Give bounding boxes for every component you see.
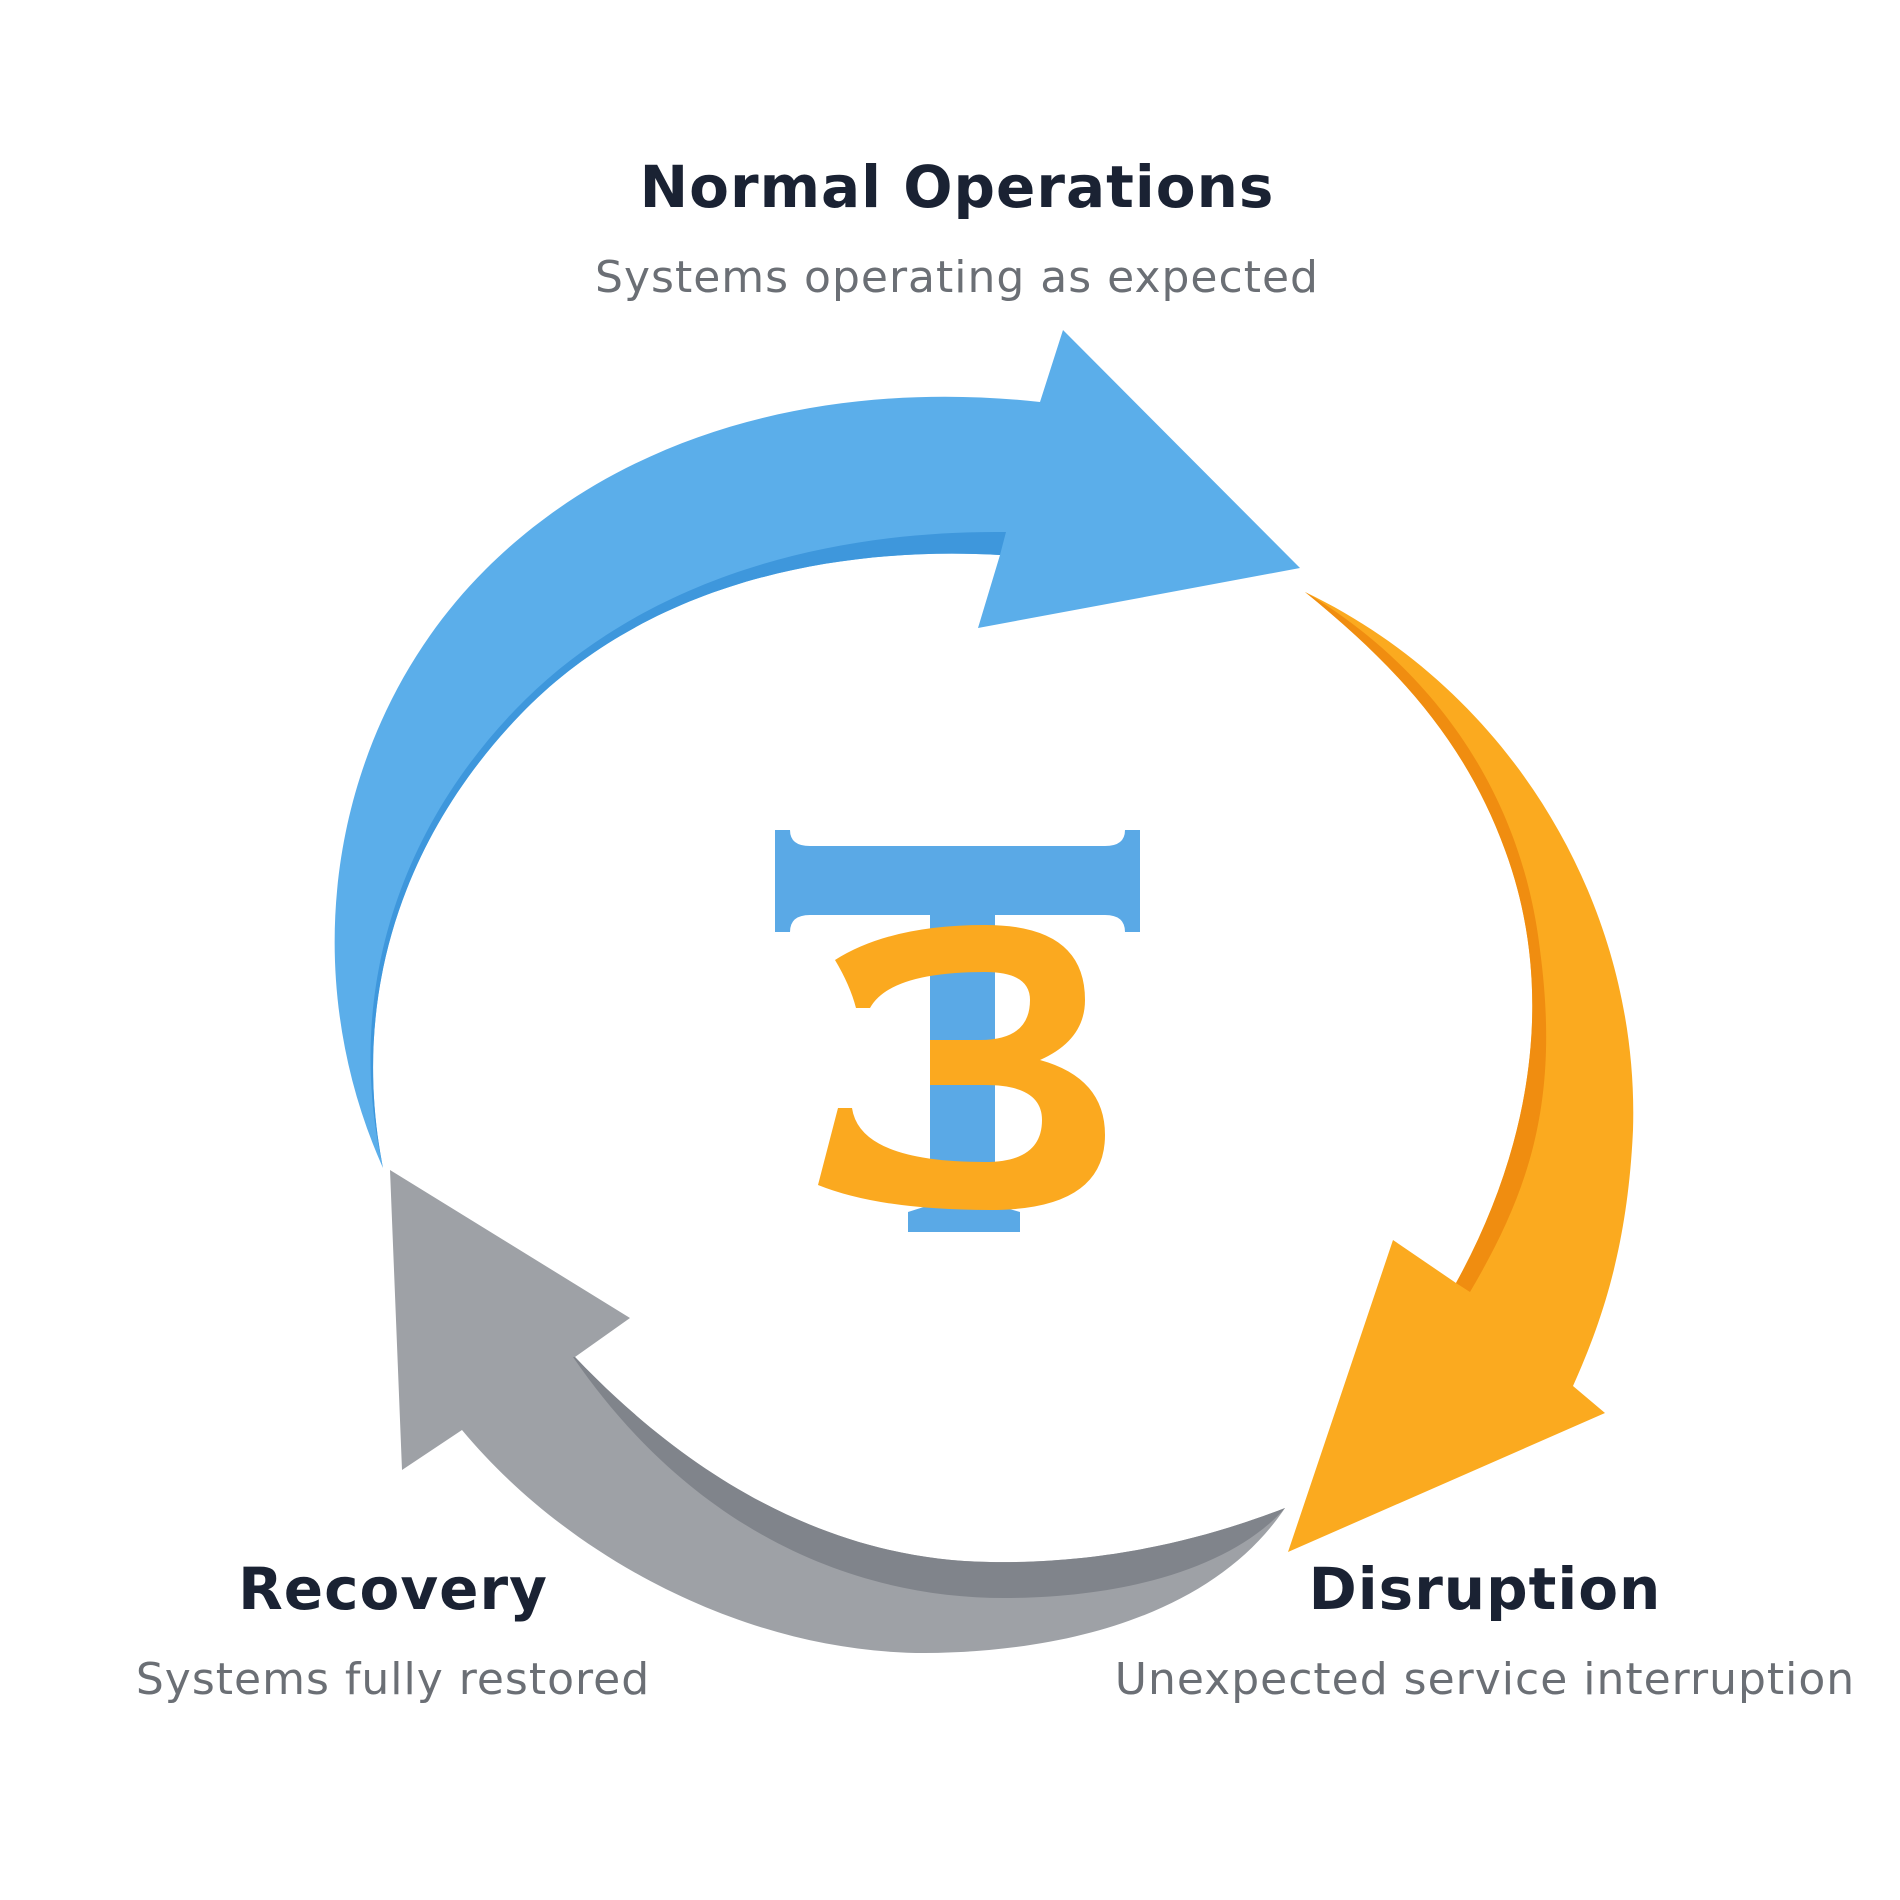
disruption-arrow-shade	[1305, 592, 1547, 1292]
stage-normal-operations: Normal Operations Systems operating as e…	[595, 158, 1319, 300]
stage-title: Disruption	[1308, 1555, 1662, 1623]
recovery-arrow-body	[390, 1170, 1285, 1653]
stage-title: Normal Operations	[639, 153, 1275, 221]
stage-description: Systems fully restored	[135, 1654, 651, 1705]
recovery-arrow	[390, 1170, 1285, 1653]
normal-arrow-body	[334, 330, 1301, 1168]
stage-description: Systems operating as expected	[595, 252, 1319, 303]
disruption-arrow-body	[1288, 592, 1634, 1552]
stage-description: Unexpected service interruption	[1114, 1654, 1856, 1705]
stage-disruption: Disruption Unexpected service interrupti…	[1115, 1560, 1855, 1702]
normal-operations-arrow	[334, 330, 1301, 1168]
stage-title: Recovery	[238, 1555, 548, 1623]
disruption-arrow	[1288, 592, 1634, 1552]
logo-letter-t	[775, 830, 1140, 1232]
recovery-arrow-shade	[573, 1357, 1285, 1598]
tb-logo	[775, 830, 1140, 1232]
logo-letter-b	[818, 925, 1105, 1210]
stage-recovery: Recovery Systems fully restored	[136, 1560, 650, 1702]
